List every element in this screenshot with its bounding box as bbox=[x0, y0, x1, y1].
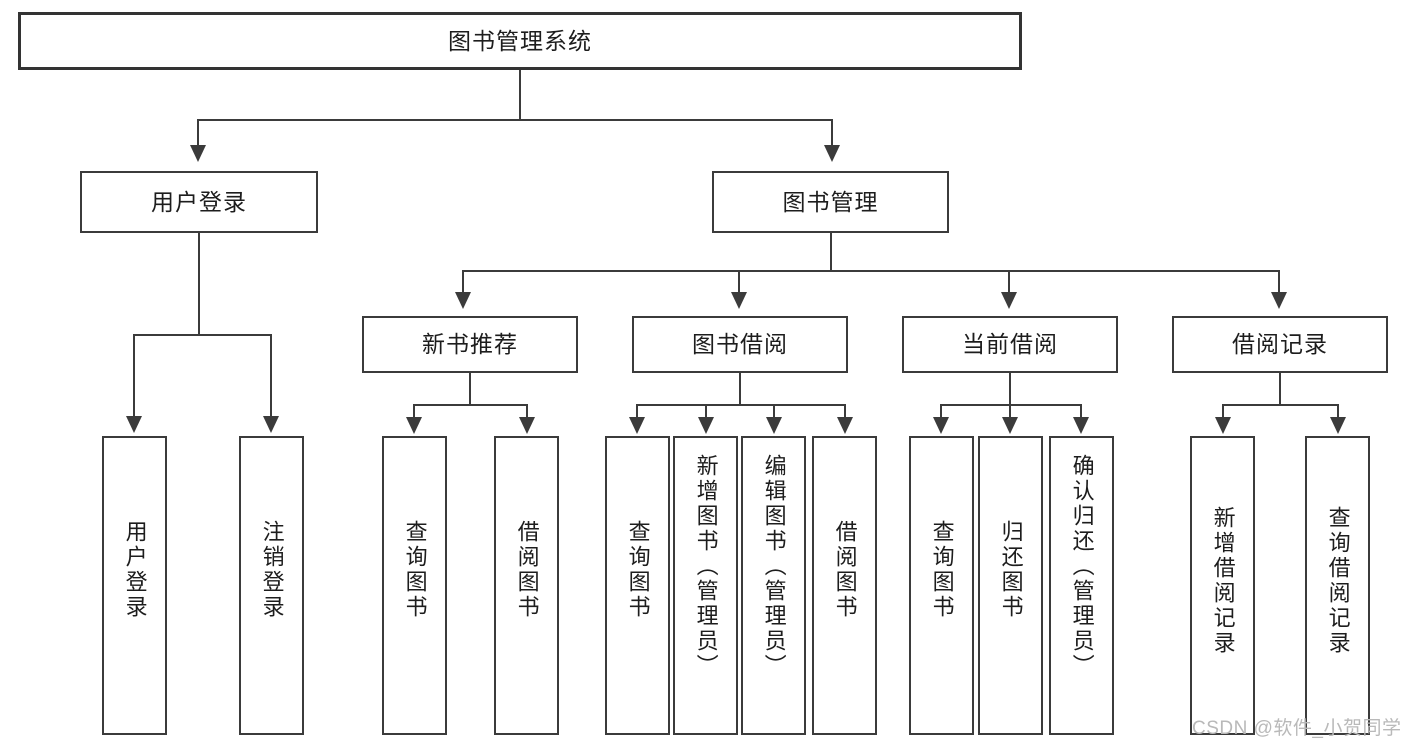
node-label: 图书管理系统 bbox=[448, 27, 592, 54]
arrow-to-leaf-add-book bbox=[698, 417, 714, 434]
leaf-query-book-borrow[interactable]: 查询图书 bbox=[605, 436, 670, 735]
arrow-to-leaf-user-login bbox=[126, 416, 142, 433]
leaf-label: 查询借阅记录 bbox=[1325, 506, 1351, 656]
connector-new-book-drop-2 bbox=[526, 404, 528, 419]
node-label: 用户登录 bbox=[151, 188, 247, 215]
arrow-to-leaf-query-book-1 bbox=[406, 417, 422, 434]
leaf-return-book[interactable]: 归还图书 bbox=[978, 436, 1043, 735]
leaf-add-book[interactable]: 新增图书（管理员） bbox=[673, 436, 738, 735]
node-label: 当前借阅 bbox=[962, 331, 1058, 358]
connector-new-book-stem bbox=[469, 373, 471, 405]
leaf-label: 查询图书 bbox=[402, 520, 428, 620]
arrow-to-leaf-add-record bbox=[1215, 417, 1231, 434]
leaf-label: 借阅图书 bbox=[514, 520, 540, 620]
arrow-to-borrow-record bbox=[1271, 292, 1287, 309]
arrow-to-user-login bbox=[190, 145, 206, 162]
connector-new-book-drop-1 bbox=[413, 404, 415, 419]
connector-borrow-record-drop-1 bbox=[1222, 404, 1224, 419]
node-label: 图书借阅 bbox=[692, 331, 788, 358]
connector-current-borrow-drop-3 bbox=[1080, 404, 1082, 419]
leaf-label: 归还图书 bbox=[998, 520, 1024, 620]
connector-borrow-record-stem bbox=[1279, 373, 1281, 405]
arrow-to-leaf-query-book-2 bbox=[629, 417, 645, 434]
connector-level3-drop-1 bbox=[462, 270, 464, 294]
csdn-watermark: CSDN @软件_小贺同学 bbox=[1192, 718, 1402, 739]
arrow-to-leaf-borrow-book-1 bbox=[519, 417, 535, 434]
leaf-label: 查询图书 bbox=[625, 520, 651, 620]
leaf-label: 查询图书 bbox=[929, 520, 955, 620]
arrow-to-leaf-confirm-return bbox=[1073, 417, 1089, 434]
leaf-label: 确认归还（管理员） bbox=[1069, 454, 1095, 679]
connector-borrow-record-bar bbox=[1222, 404, 1339, 406]
node-label: 新书推荐 bbox=[422, 331, 518, 358]
leaf-add-borrow-record[interactable]: 新增借阅记录 bbox=[1190, 436, 1255, 735]
leaf-label: 注销登录 bbox=[259, 520, 285, 620]
arrow-to-leaf-logout bbox=[263, 416, 279, 433]
connector-current-borrow-bar bbox=[940, 404, 1082, 406]
node-new-book-recommend[interactable]: 新书推荐 bbox=[362, 316, 578, 373]
connector-book-borrow-bar bbox=[636, 404, 846, 406]
node-book-management[interactable]: 图书管理 bbox=[712, 171, 949, 233]
leaf-query-book-current[interactable]: 查询图书 bbox=[909, 436, 974, 735]
node-current-borrow[interactable]: 当前借阅 bbox=[902, 316, 1118, 373]
connector-user-login-stem bbox=[198, 233, 200, 335]
connector-level3-drop-2 bbox=[738, 270, 740, 294]
leaf-user-login[interactable]: 用户登录 bbox=[102, 436, 167, 735]
arrow-to-book-manage bbox=[824, 145, 840, 162]
arrow-to-leaf-query-book-3 bbox=[933, 417, 949, 434]
arrow-to-leaf-borrow-book-2 bbox=[837, 417, 853, 434]
connector-book-borrow-stem bbox=[739, 373, 741, 405]
connector-current-borrow-stem bbox=[1009, 373, 1011, 405]
arrow-to-book-borrow bbox=[731, 292, 747, 309]
arrow-to-leaf-query-record bbox=[1330, 417, 1346, 434]
leaf-confirm-return[interactable]: 确认归还（管理员） bbox=[1049, 436, 1114, 735]
arrow-to-leaf-return-book bbox=[1002, 417, 1018, 434]
connector-root-stem bbox=[519, 70, 521, 120]
connector-borrow-record-drop-2 bbox=[1337, 404, 1339, 419]
leaf-label: 新增图书（管理员） bbox=[693, 454, 719, 679]
leaf-query-borrow-record[interactable]: 查询借阅记录 bbox=[1305, 436, 1370, 735]
connector-user-login-drop-1 bbox=[133, 334, 135, 418]
connector-level3-bar bbox=[462, 270, 1280, 272]
arrow-to-new-book bbox=[455, 292, 471, 309]
leaf-label: 新增借阅记录 bbox=[1210, 506, 1236, 656]
node-label: 图书管理 bbox=[782, 188, 879, 215]
connector-book-borrow-drop-2 bbox=[705, 404, 707, 419]
arrow-to-leaf-edit-book bbox=[766, 417, 782, 434]
node-book-borrow[interactable]: 图书借阅 bbox=[632, 316, 848, 373]
leaf-label: 用户登录 bbox=[122, 520, 148, 620]
connector-level3-drop-4 bbox=[1278, 270, 1280, 294]
connector-book-borrow-drop-4 bbox=[844, 404, 846, 419]
leaf-query-book-recommend[interactable]: 查询图书 bbox=[382, 436, 447, 735]
connector-level2-drop-left bbox=[197, 119, 199, 147]
connector-level3-drop-3 bbox=[1008, 270, 1010, 294]
node-user-login[interactable]: 用户登录 bbox=[80, 171, 318, 233]
leaf-label: 借阅图书 bbox=[832, 520, 858, 620]
leaf-label: 编辑图书（管理员） bbox=[761, 454, 787, 679]
connector-user-login-drop-2 bbox=[270, 334, 272, 418]
node-root-system[interactable]: 图书管理系统 bbox=[18, 12, 1022, 70]
node-borrow-record[interactable]: 借阅记录 bbox=[1172, 316, 1388, 373]
connector-new-book-bar bbox=[413, 404, 528, 406]
leaf-logout[interactable]: 注销登录 bbox=[239, 436, 304, 735]
leaf-edit-book[interactable]: 编辑图书（管理员） bbox=[741, 436, 806, 735]
leaf-borrow-book[interactable]: 借阅图书 bbox=[812, 436, 877, 735]
connector-level2-bar bbox=[197, 119, 833, 121]
connector-book-manage-stem bbox=[830, 233, 832, 271]
connector-current-borrow-drop-2 bbox=[1009, 404, 1011, 419]
connector-book-borrow-drop-3 bbox=[773, 404, 775, 419]
connector-level2-drop-right bbox=[831, 119, 833, 147]
connector-user-login-bar bbox=[133, 334, 272, 336]
arrow-to-current-borrow bbox=[1001, 292, 1017, 309]
connector-current-borrow-drop-1 bbox=[940, 404, 942, 419]
leaf-borrow-book-recommend[interactable]: 借阅图书 bbox=[494, 436, 559, 735]
node-label: 借阅记录 bbox=[1232, 331, 1328, 358]
connector-book-borrow-drop-1 bbox=[636, 404, 638, 419]
